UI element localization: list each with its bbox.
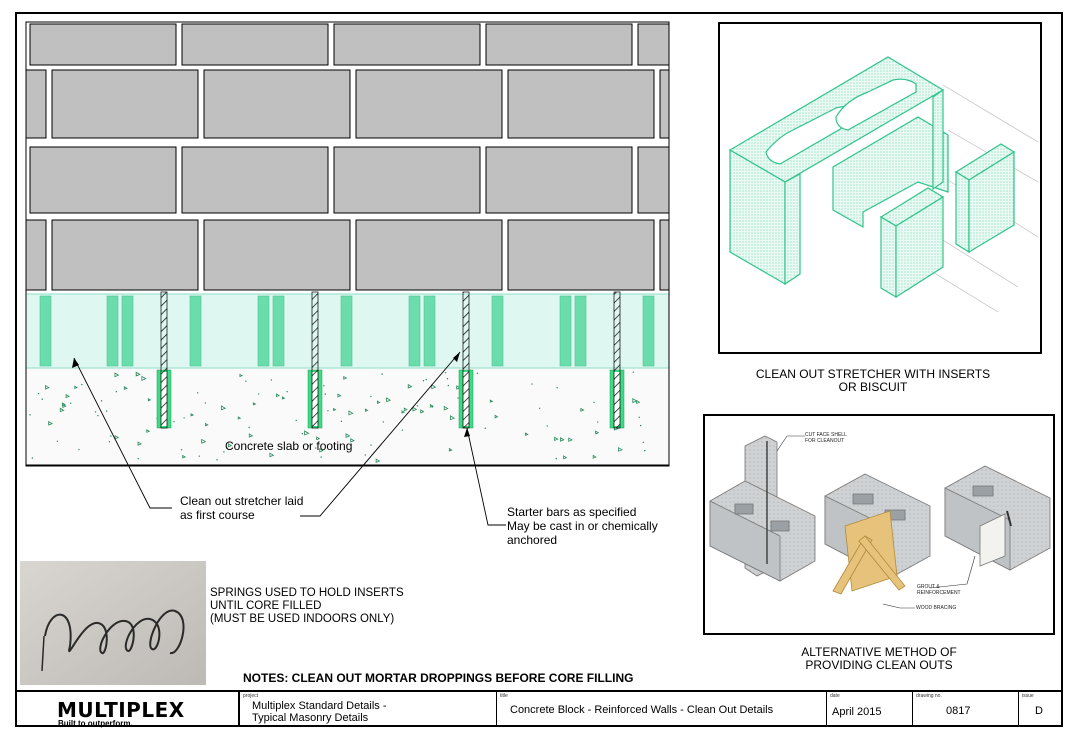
multiplex-logo: MULTIPLEX <box>57 698 185 722</box>
starter-bars <box>156 291 625 429</box>
springs-label: SPRINGS USED TO HOLD INSERTS UNTIL CORE … <box>210 587 404 625</box>
date-cell: date April 2015 <box>826 692 912 727</box>
wall-elevation-drawing <box>25 21 670 526</box>
isometric-clean-out-stretcher <box>728 56 1039 313</box>
drawing-number-value: 0817 <box>946 705 971 717</box>
date-value: April 2015 <box>832 706 882 718</box>
alternative-method-caption: ALTERNATIVE METHOD OF PROVIDING CLEAN OU… <box>801 645 957 672</box>
block-webs <box>39 295 655 367</box>
title-block: MULTIPLEX Built to outperform. project M… <box>17 690 1061 728</box>
slab-aggregate <box>29 371 646 463</box>
block-courses <box>26 23 669 291</box>
isometric-caption: CLEAN OUT STRETCHER WITH INSERTS OR BISC… <box>755 367 991 394</box>
project-cell: project Multiplex Standard Details - Typ… <box>238 692 496 727</box>
isometric-panel <box>718 22 1042 354</box>
drawing-number-cell: drawing no. 0817 <box>912 692 1018 727</box>
springs-photo <box>20 561 206 685</box>
title-cell: title Concrete Block - Reinforced Walls … <box>496 692 826 727</box>
alternative-method-panel <box>703 414 1055 635</box>
stretcher-label: Clean out stretcher laid as first course <box>180 494 304 522</box>
leader-lines <box>73 351 506 526</box>
drawing-frame <box>15 12 1063 727</box>
core-filling-note: NOTES: CLEAN OUT MORTAR DROPPINGS BEFORE… <box>243 671 634 685</box>
issue-cell: issue D <box>1018 692 1061 727</box>
starter-bars-label: Starter bars as specified May be cast in… <box>507 505 658 547</box>
slab-label: Concrete slab or footing <box>225 439 353 453</box>
project-value: Multiplex Standard Details - Typical Mas… <box>252 700 387 724</box>
logo-tagline: Built to outperform. <box>58 719 133 728</box>
grout-callout: GROUT &REINFORCEMENT <box>917 584 961 596</box>
bracing-callout: WOOD BRACING <box>916 605 956 611</box>
title-value: Concrete Block - Reinforced Walls - Clea… <box>510 704 774 716</box>
issue-value: D <box>1035 705 1043 717</box>
